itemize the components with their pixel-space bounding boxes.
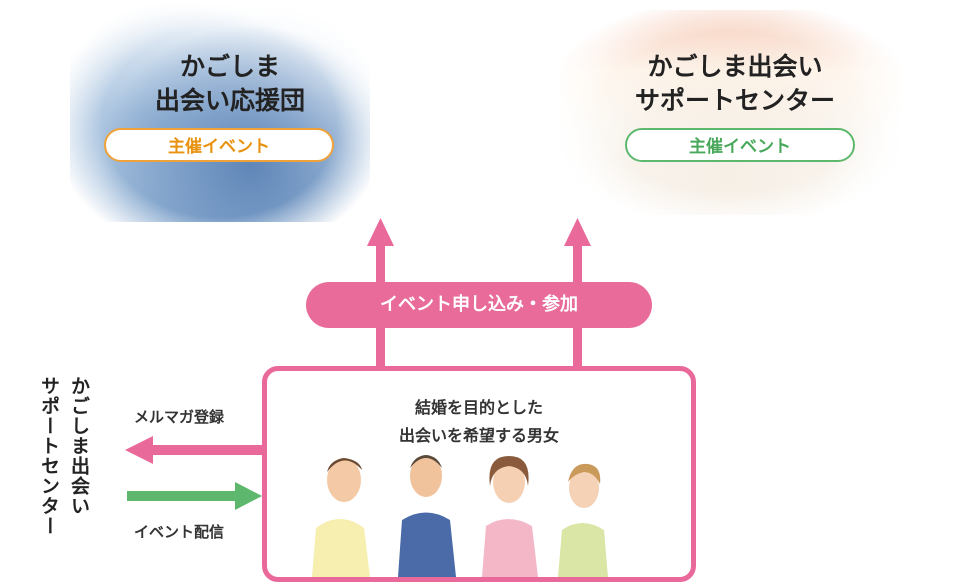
- organizer-title-support-center: かごしま出会い サポートセンター: [634, 52, 835, 115]
- arrow-right-icon: [127, 482, 262, 510]
- person-3: [482, 456, 538, 577]
- party-illustration: [560, 10, 900, 215]
- hosted-event-badge-ouendan: 主催イベント: [104, 128, 334, 162]
- event-join-label: イベント申し込み・参加: [306, 282, 652, 328]
- person-2: [398, 455, 456, 577]
- mailmag-register-label: メルマガ登録: [134, 408, 225, 426]
- organizer-title-ouendan: かごしま 出会い応援団: [154, 52, 305, 115]
- event-delivery-label: イベント配信: [134, 523, 225, 541]
- support-center-vertical-line1: かごしま出会い: [68, 376, 90, 516]
- arrow-left-icon: [125, 436, 264, 464]
- support-center-vertical-line2: サポートセンター: [38, 376, 60, 536]
- hosted-event-badge-support-center: 主催イベント: [625, 128, 855, 162]
- target-participants-text: 結婚を目的とした 出会いを希望する男女: [398, 398, 559, 445]
- people-illustration: [312, 455, 608, 577]
- city-illustration: [70, 0, 370, 222]
- person-1: [312, 458, 370, 577]
- person-4: [558, 463, 608, 577]
